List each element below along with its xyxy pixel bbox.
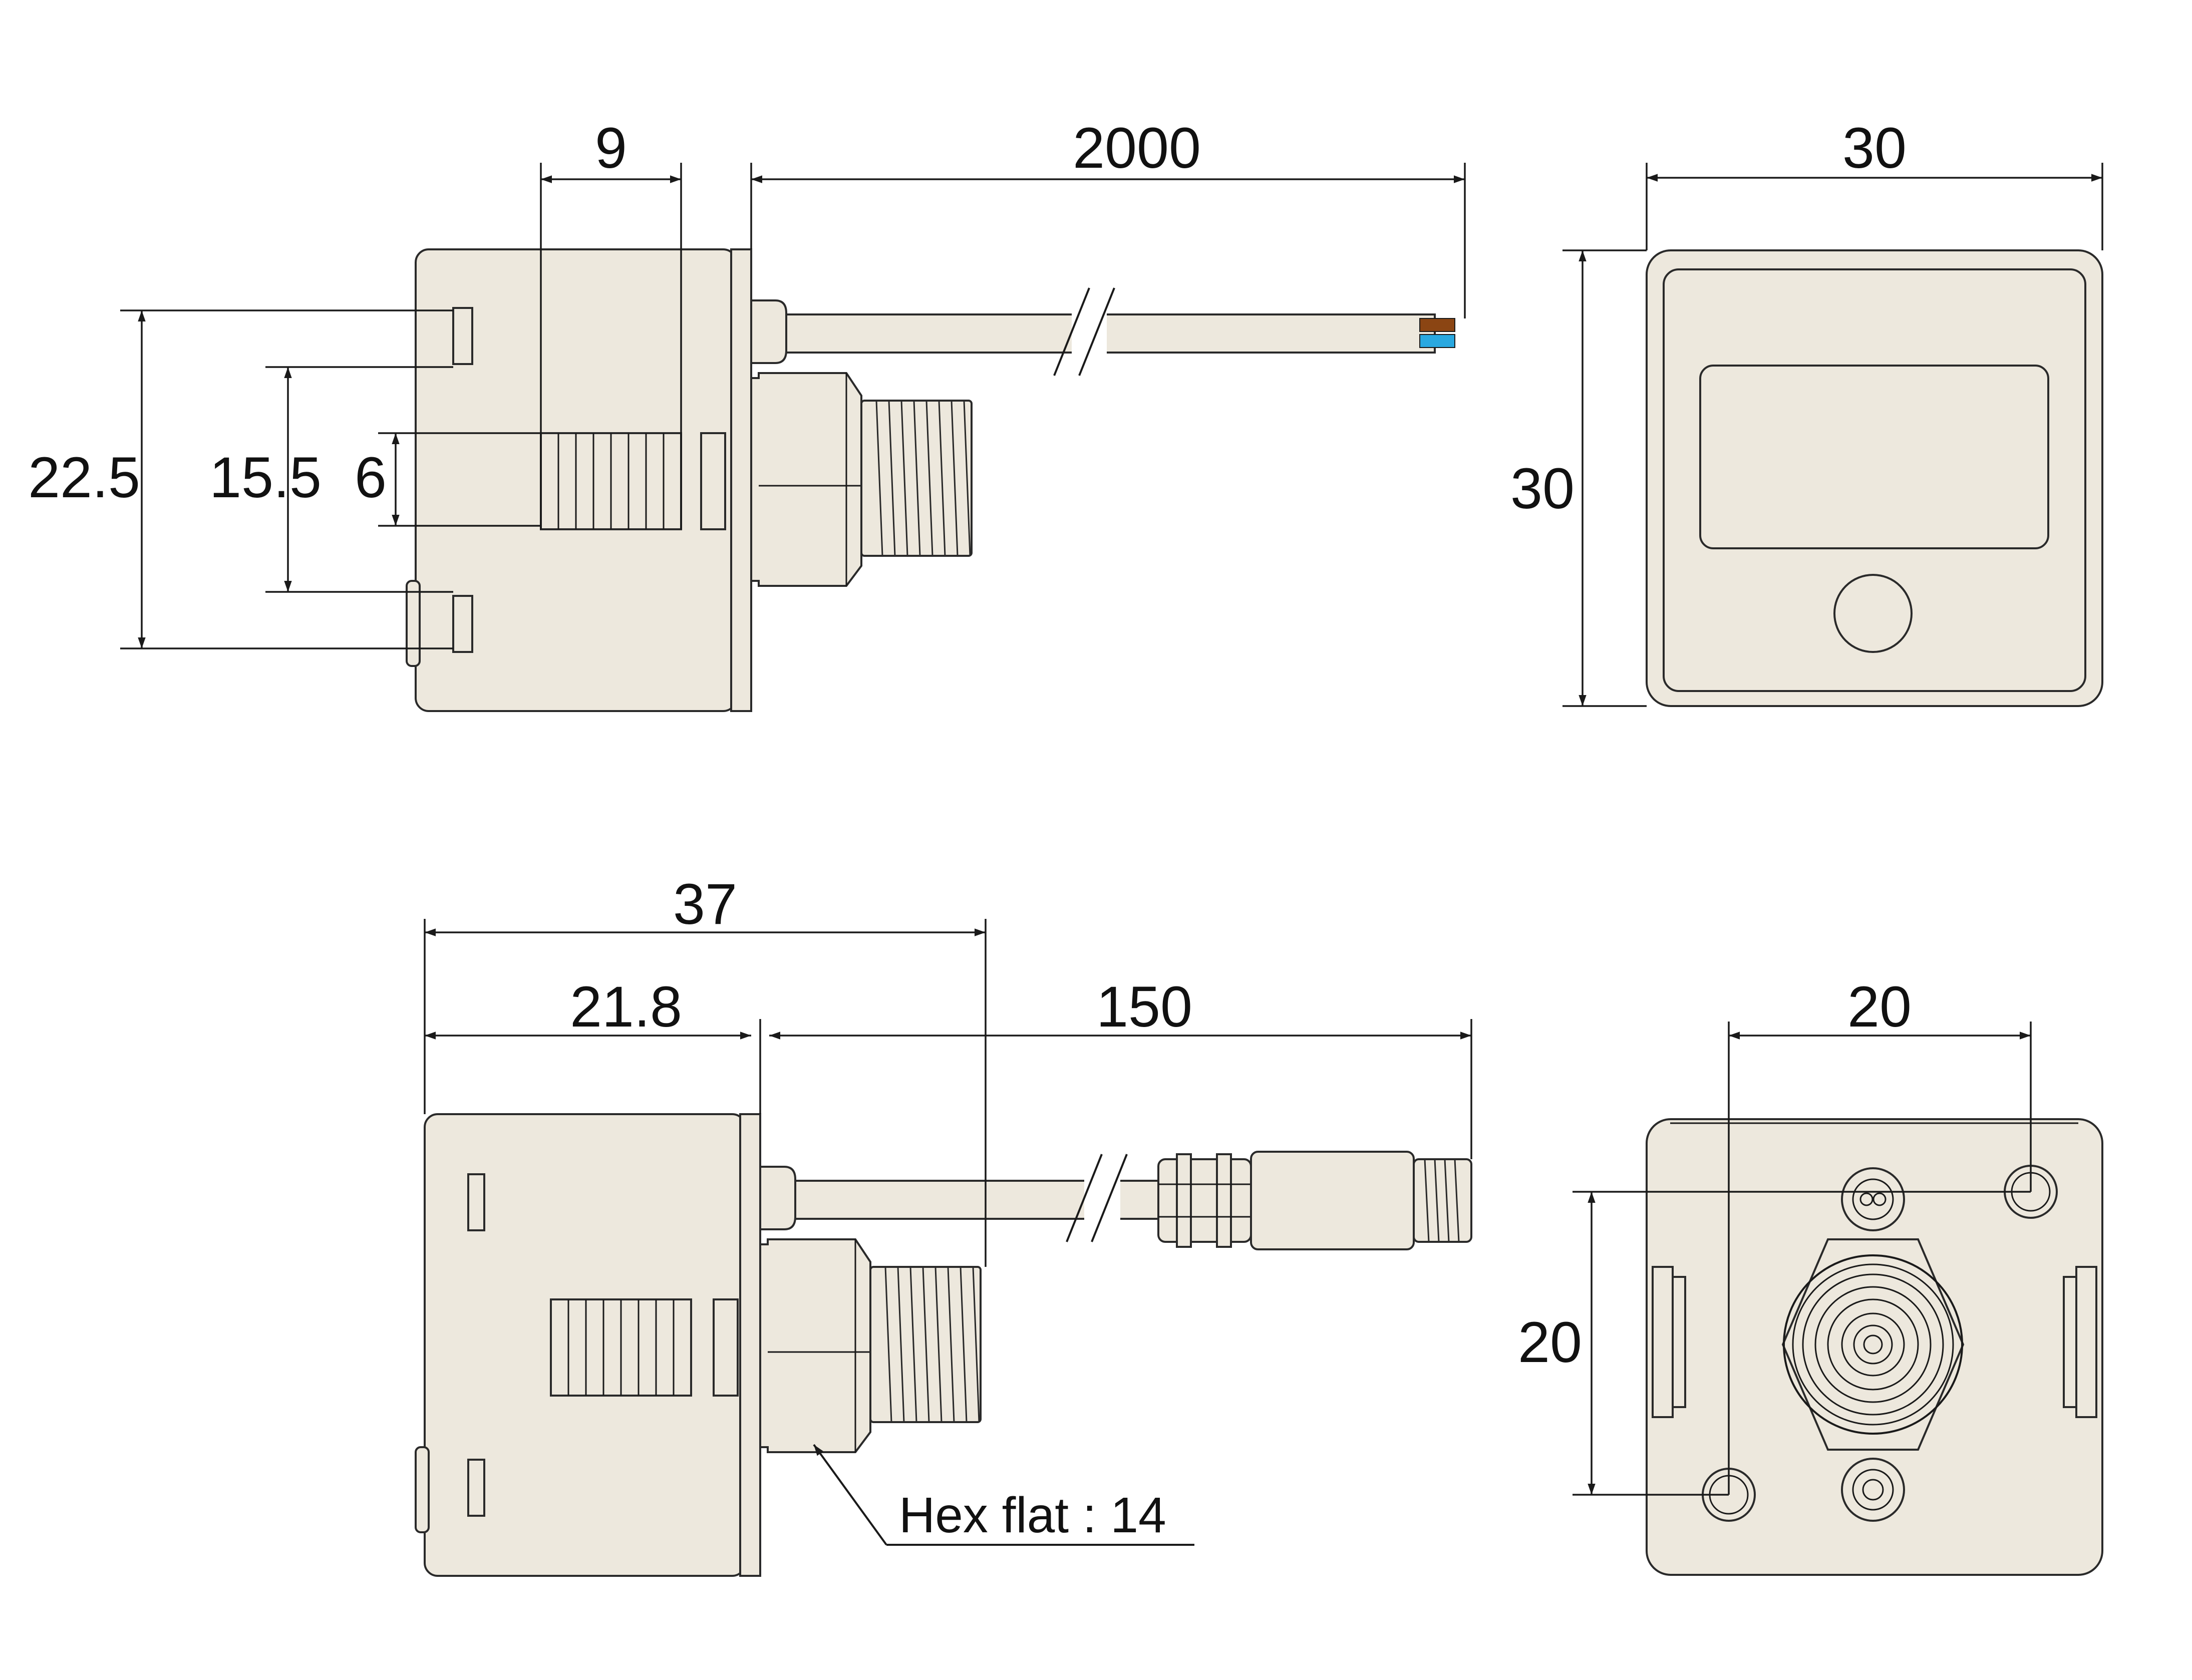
break-gap-2 (1084, 1167, 1120, 1234)
connector-grille (540, 432, 682, 530)
socket-bottom (1841, 1458, 1905, 1522)
mount-slot-top-2 (467, 1173, 485, 1231)
dimensions-bottom-left: 37 21.8 150 (424, 872, 1472, 1267)
dim-label-front-height: 30 (1510, 457, 1575, 521)
break-mark-2 (1066, 1154, 1103, 1242)
wire-brown (1419, 318, 1455, 332)
wire-blue (1419, 334, 1455, 348)
front-view (1646, 249, 2103, 707)
dim-label-front-width: 30 (1842, 116, 1907, 180)
dim-label-15-5: 15.5 (209, 446, 322, 510)
cable (785, 313, 1436, 354)
dim-label-6: 6 (355, 446, 387, 510)
flange-2 (739, 1113, 761, 1577)
break-mark-2 (1091, 1154, 1128, 1242)
clip-right-inner (2063, 1276, 2077, 1408)
side-nub-2 (415, 1446, 430, 1533)
dim-label-150: 150 (1096, 975, 1192, 1039)
m8-connector (1157, 1151, 1472, 1250)
flange (730, 248, 752, 712)
dim-label-22-5: 22.5 (28, 446, 140, 510)
hex-leader (813, 1444, 887, 1546)
side-nub (406, 580, 421, 667)
break-mark (1078, 287, 1115, 376)
thread (860, 400, 973, 557)
hex-fitting-2 (759, 1238, 871, 1453)
mount-slot-top (452, 307, 473, 365)
cable-gland-2 (759, 1166, 796, 1230)
mount-slot-bottom-2 (467, 1459, 485, 1517)
dim-label-2000: 2000 (1073, 116, 1201, 180)
dim-label-rear-height: 20 (1518, 1310, 1582, 1375)
latch-2 (713, 1298, 739, 1397)
mount-slot-bottom (452, 595, 473, 653)
dim-label-21-8: 21.8 (570, 975, 682, 1039)
break-gap (1072, 300, 1107, 368)
rear-view (1646, 1118, 2103, 1576)
port-outer-icon (1783, 1254, 1963, 1435)
dim-label-rear-width: 20 (1847, 975, 1912, 1039)
hex-fitting (750, 372, 862, 587)
clip-left (1652, 1266, 1674, 1418)
dim-label-37: 37 (673, 872, 737, 936)
dim-label-9: 9 (595, 116, 627, 180)
button-icon (1833, 574, 1913, 653)
clip-left-inner (1672, 1276, 1686, 1408)
break-mark (1053, 287, 1090, 376)
side-view-top (406, 248, 1455, 712)
dimensions-top-left: 9 2000 22.5 15.5 6 (28, 116, 1466, 649)
latch (700, 432, 726, 530)
clip-right (2075, 1266, 2097, 1418)
dimensions-front: 30 30 (1510, 116, 2103, 707)
cable-gland (750, 299, 787, 364)
hex-flat-note: Hex flat : 14 (899, 1487, 1166, 1543)
side-view-bottom: Hex flat : 14 (415, 1113, 1472, 1577)
connector-grille-2 (550, 1298, 692, 1397)
dimensions-rear: 20 20 (1518, 975, 2032, 1496)
thread-2 (869, 1266, 982, 1423)
display-window (1699, 365, 2049, 549)
